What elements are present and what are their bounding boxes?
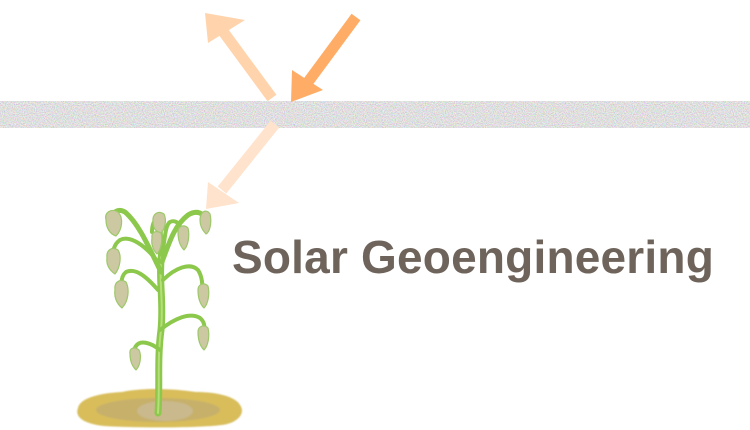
aerosol-layer [0,101,750,128]
incoming-sunlight-arrow-icon [291,13,361,102]
transmitted-sunlight-arrow-icon [206,120,280,209]
wilting-plant-icon [105,207,212,417]
reflected-sunlight-arrow-icon [205,13,277,102]
plant-leaves [105,209,212,371]
diagram-title: Solar Geoengineering [232,231,714,283]
